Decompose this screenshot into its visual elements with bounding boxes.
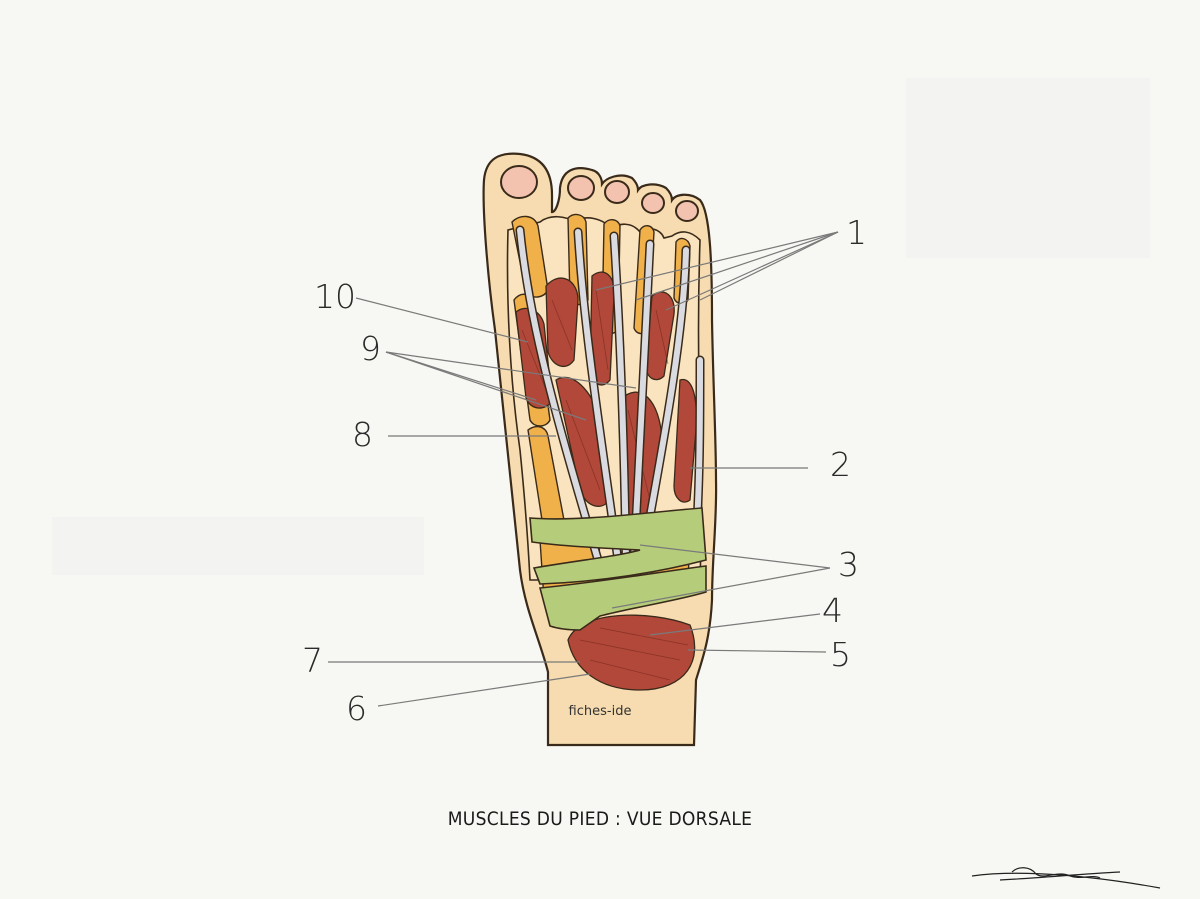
watermark-text: fiches-ide: [568, 704, 632, 719]
label-10: 10: [314, 277, 356, 316]
retinaculum-lower: [538, 565, 707, 631]
tendons-fill: [517, 227, 703, 563]
blank-area-left: [52, 517, 424, 575]
toenail-2: [567, 175, 595, 201]
label-2: 2: [830, 445, 851, 484]
label-3: 3: [838, 545, 859, 584]
label-6: 6: [346, 689, 367, 728]
retinaculum-upper: [529, 507, 707, 585]
blank-area-top-right: [906, 78, 1150, 258]
label-9: 9: [360, 329, 381, 368]
leader-lines: [328, 231, 839, 707]
diagram-caption: MUSCLES DU PIED : VUE DORSALE: [447, 808, 753, 830]
label-4: 4: [822, 591, 843, 630]
toenail-5: [675, 200, 699, 222]
signature: [971, 867, 1161, 889]
label-1: 1: [846, 213, 867, 252]
label-5: 5: [830, 635, 851, 674]
toenail-1: [500, 165, 538, 199]
toenail-4: [641, 192, 665, 214]
label-7: 7: [302, 641, 323, 680]
label-8: 8: [352, 415, 373, 454]
toenail-3: [604, 180, 630, 204]
